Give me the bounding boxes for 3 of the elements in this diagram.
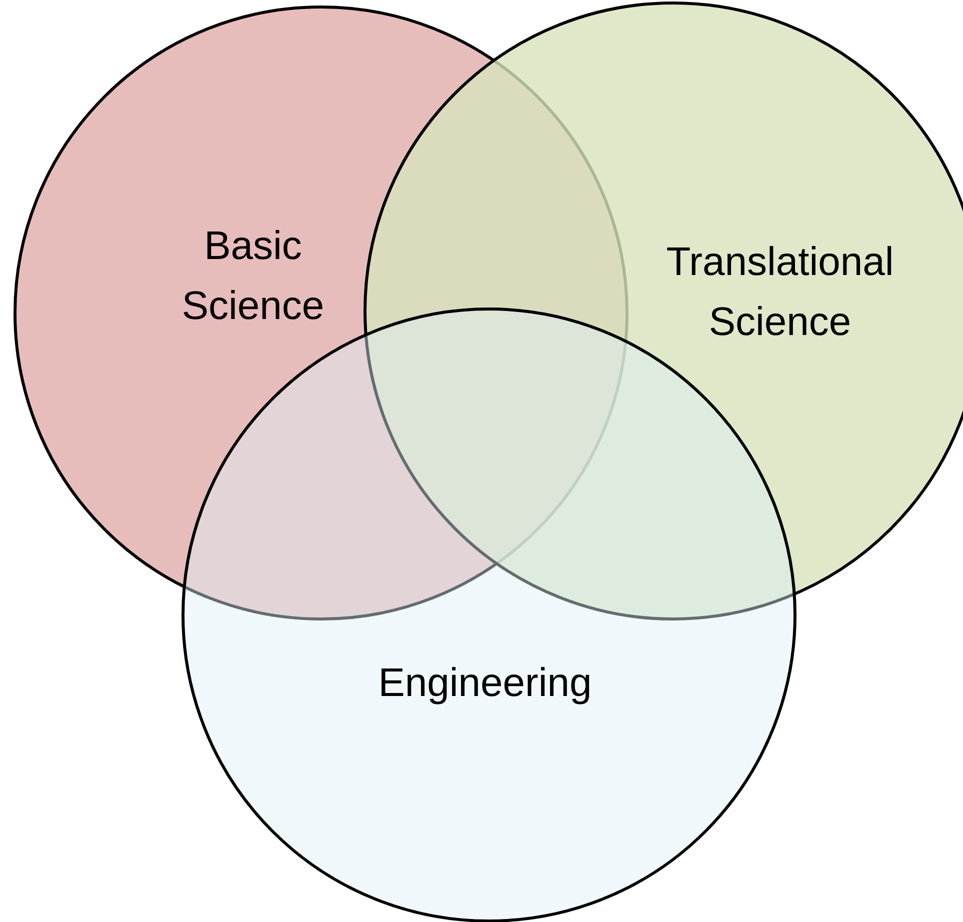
circle-label: Engineering xyxy=(378,660,592,707)
circle-label: Basic Science xyxy=(180,223,326,330)
circle-label: Translational Science xyxy=(665,239,895,346)
